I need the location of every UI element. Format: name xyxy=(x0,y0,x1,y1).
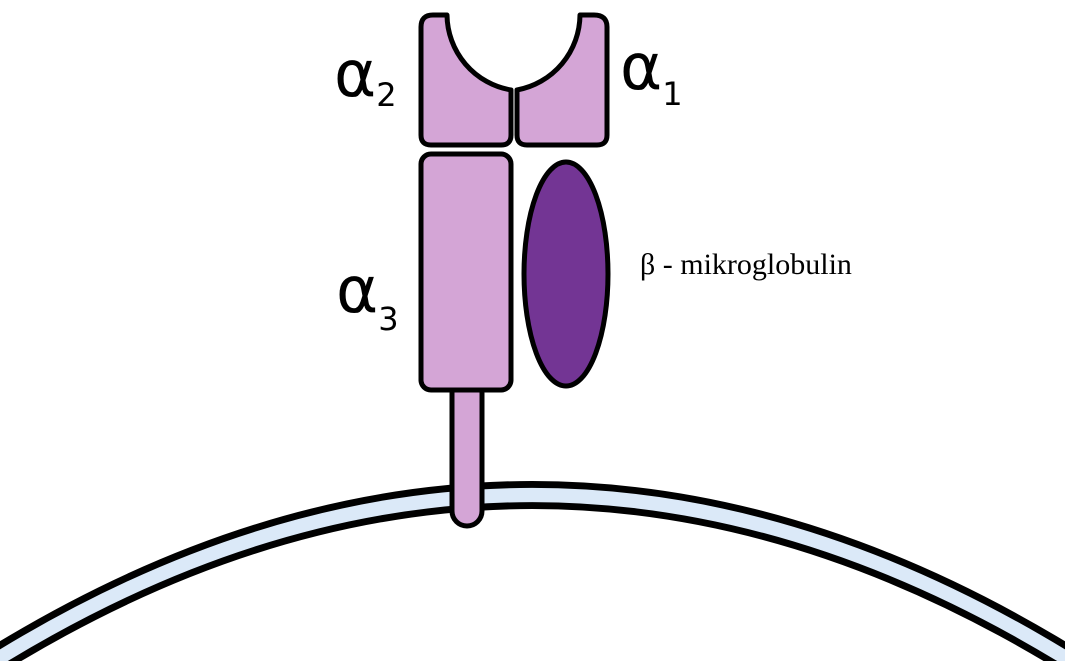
alpha2-letter: α xyxy=(334,38,376,112)
alpha2-subscript: 2 xyxy=(376,76,396,114)
alpha1-domain xyxy=(517,15,607,145)
membrane-inner-band xyxy=(0,495,1065,661)
alpha2-domain xyxy=(421,15,511,145)
alpha1-subscript: 1 xyxy=(662,75,682,113)
beta2-microglobulin xyxy=(524,162,608,386)
beta-microglobulin-label: β - mikroglobulin xyxy=(640,248,852,281)
alpha2-label: α2 xyxy=(334,38,397,114)
alpha3-domain xyxy=(421,154,511,390)
alpha3-subscript: 3 xyxy=(378,300,398,338)
transmembrane-stalk xyxy=(452,378,482,526)
alpha3-letter: α xyxy=(336,254,378,328)
cell-membrane xyxy=(0,495,1065,661)
alpha3-label: α3 xyxy=(336,254,399,338)
alpha1-letter: α xyxy=(620,31,662,105)
alpha1-label: α1 xyxy=(620,31,683,113)
